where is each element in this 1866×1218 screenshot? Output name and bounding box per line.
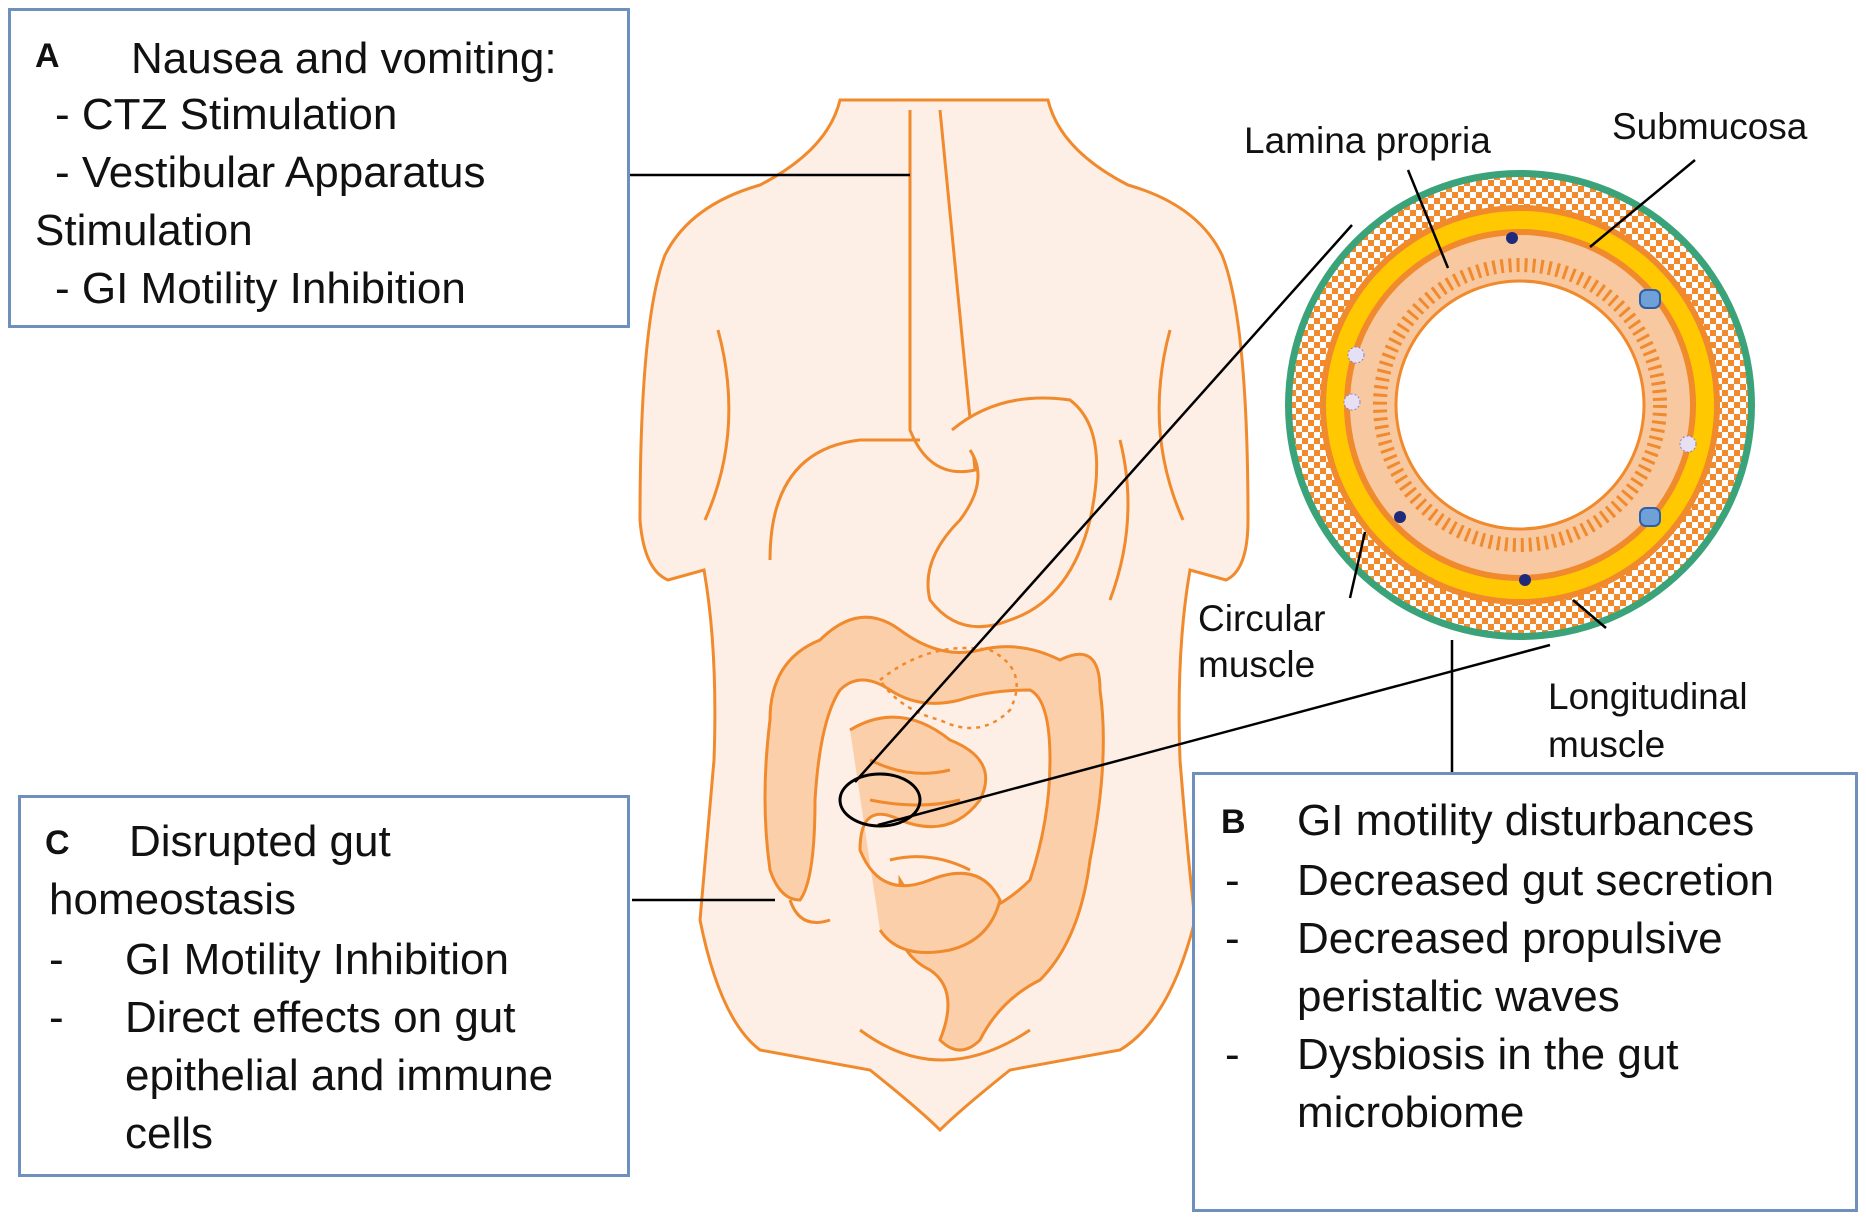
box-b-item: Dysbiosis in the gut (1297, 1030, 1679, 1079)
box-a-nausea-vomiting: A Nausea and vomiting: - CTZ Stimulation… (8, 8, 630, 328)
immune-cell (1519, 574, 1531, 586)
pelvis-line (859, 1028, 1031, 1062)
box-c-title-2: homeostasis (49, 875, 297, 924)
box-b-title: GI motility disturbances (1297, 796, 1755, 845)
box-b-item: microbiome (1297, 1088, 1525, 1137)
appendix (788, 899, 831, 924)
label-circular-muscle-2: muscle (1198, 644, 1316, 685)
box-b-item: peristaltic waves (1297, 972, 1620, 1021)
arm-line-left (703, 329, 731, 521)
right-kidney-line (1108, 439, 1130, 601)
epithelial-cell (1639, 289, 1661, 309)
esophagus (908, 109, 977, 474)
box-c-item: cells (125, 1109, 214, 1158)
zoom-line-lower (877, 643, 1551, 827)
box-a-item: Stimulation (35, 206, 253, 255)
box-c-item: GI Motility Inhibition (125, 935, 509, 984)
immune-cell (1394, 511, 1406, 523)
lamina-propria-villi (1373, 258, 1667, 552)
box-a-item: - Vestibular Apparatus (55, 148, 486, 197)
box-b-dash: - (1225, 856, 1240, 905)
box-b-item: Decreased propulsive (1297, 914, 1723, 963)
box-c-title: Disrupted gut (129, 817, 391, 866)
zoom-line-upper (854, 224, 1353, 783)
small-intestine (849, 715, 1002, 954)
stomach (926, 396, 1099, 629)
label-longitudinal-muscle-1: Longitudinal (1548, 676, 1748, 717)
immune-cell (1679, 435, 1697, 453)
leader-lamina-propria (1406, 169, 1450, 269)
pancreas-dotted (878, 646, 1018, 730)
box-b-dash: - (1225, 914, 1240, 963)
box-a-item: - GI Motility Inhibition (55, 264, 466, 313)
arm-line-right (1157, 329, 1185, 521)
epithelial-cell (1639, 507, 1661, 527)
gut-cross-section (1285, 170, 1755, 640)
leader-circular-muscle (1348, 531, 1367, 599)
box-c-gut-homeostasis: C Disrupted gut homeostasis - GI Motilit… (18, 795, 630, 1177)
leader-longitudinal-muscle (1572, 599, 1607, 629)
label-circular-muscle-1: Circular (1198, 598, 1326, 639)
box-c-dash: - (49, 935, 64, 984)
immune-cell (1347, 346, 1365, 364)
box-c-dash: - (49, 993, 64, 1042)
liver-outline (768, 438, 920, 561)
box-a-title: Nausea and vomiting: (131, 34, 557, 83)
immune-cell (1506, 232, 1518, 244)
box-c-item: epithelial and immune (125, 1051, 554, 1100)
label-submucosa: Submucosa (1612, 106, 1808, 147)
lumen (1394, 279, 1646, 531)
label-lamina-propria: Lamina propria (1244, 120, 1491, 161)
box-c-item: Direct effects on gut (125, 993, 516, 1042)
immune-cell (1343, 393, 1361, 411)
small-intestine-loops (869, 758, 971, 872)
box-b-gi-motility: B GI motility disturbances - Decreased g… (1192, 772, 1858, 1212)
box-c-letter: C (45, 824, 70, 862)
box-b-item: Decreased gut secretion (1297, 856, 1774, 905)
label-longitudinal-muscle-2: muscle (1548, 724, 1666, 765)
magnifier-circle (838, 772, 922, 828)
box-a-item: - CTZ Stimulation (55, 90, 398, 139)
leader-submucosa (1589, 159, 1696, 248)
box-b-dash: - (1225, 1030, 1240, 1079)
box-b-letter: B (1221, 803, 1246, 841)
box-a-letter: A (35, 37, 60, 75)
